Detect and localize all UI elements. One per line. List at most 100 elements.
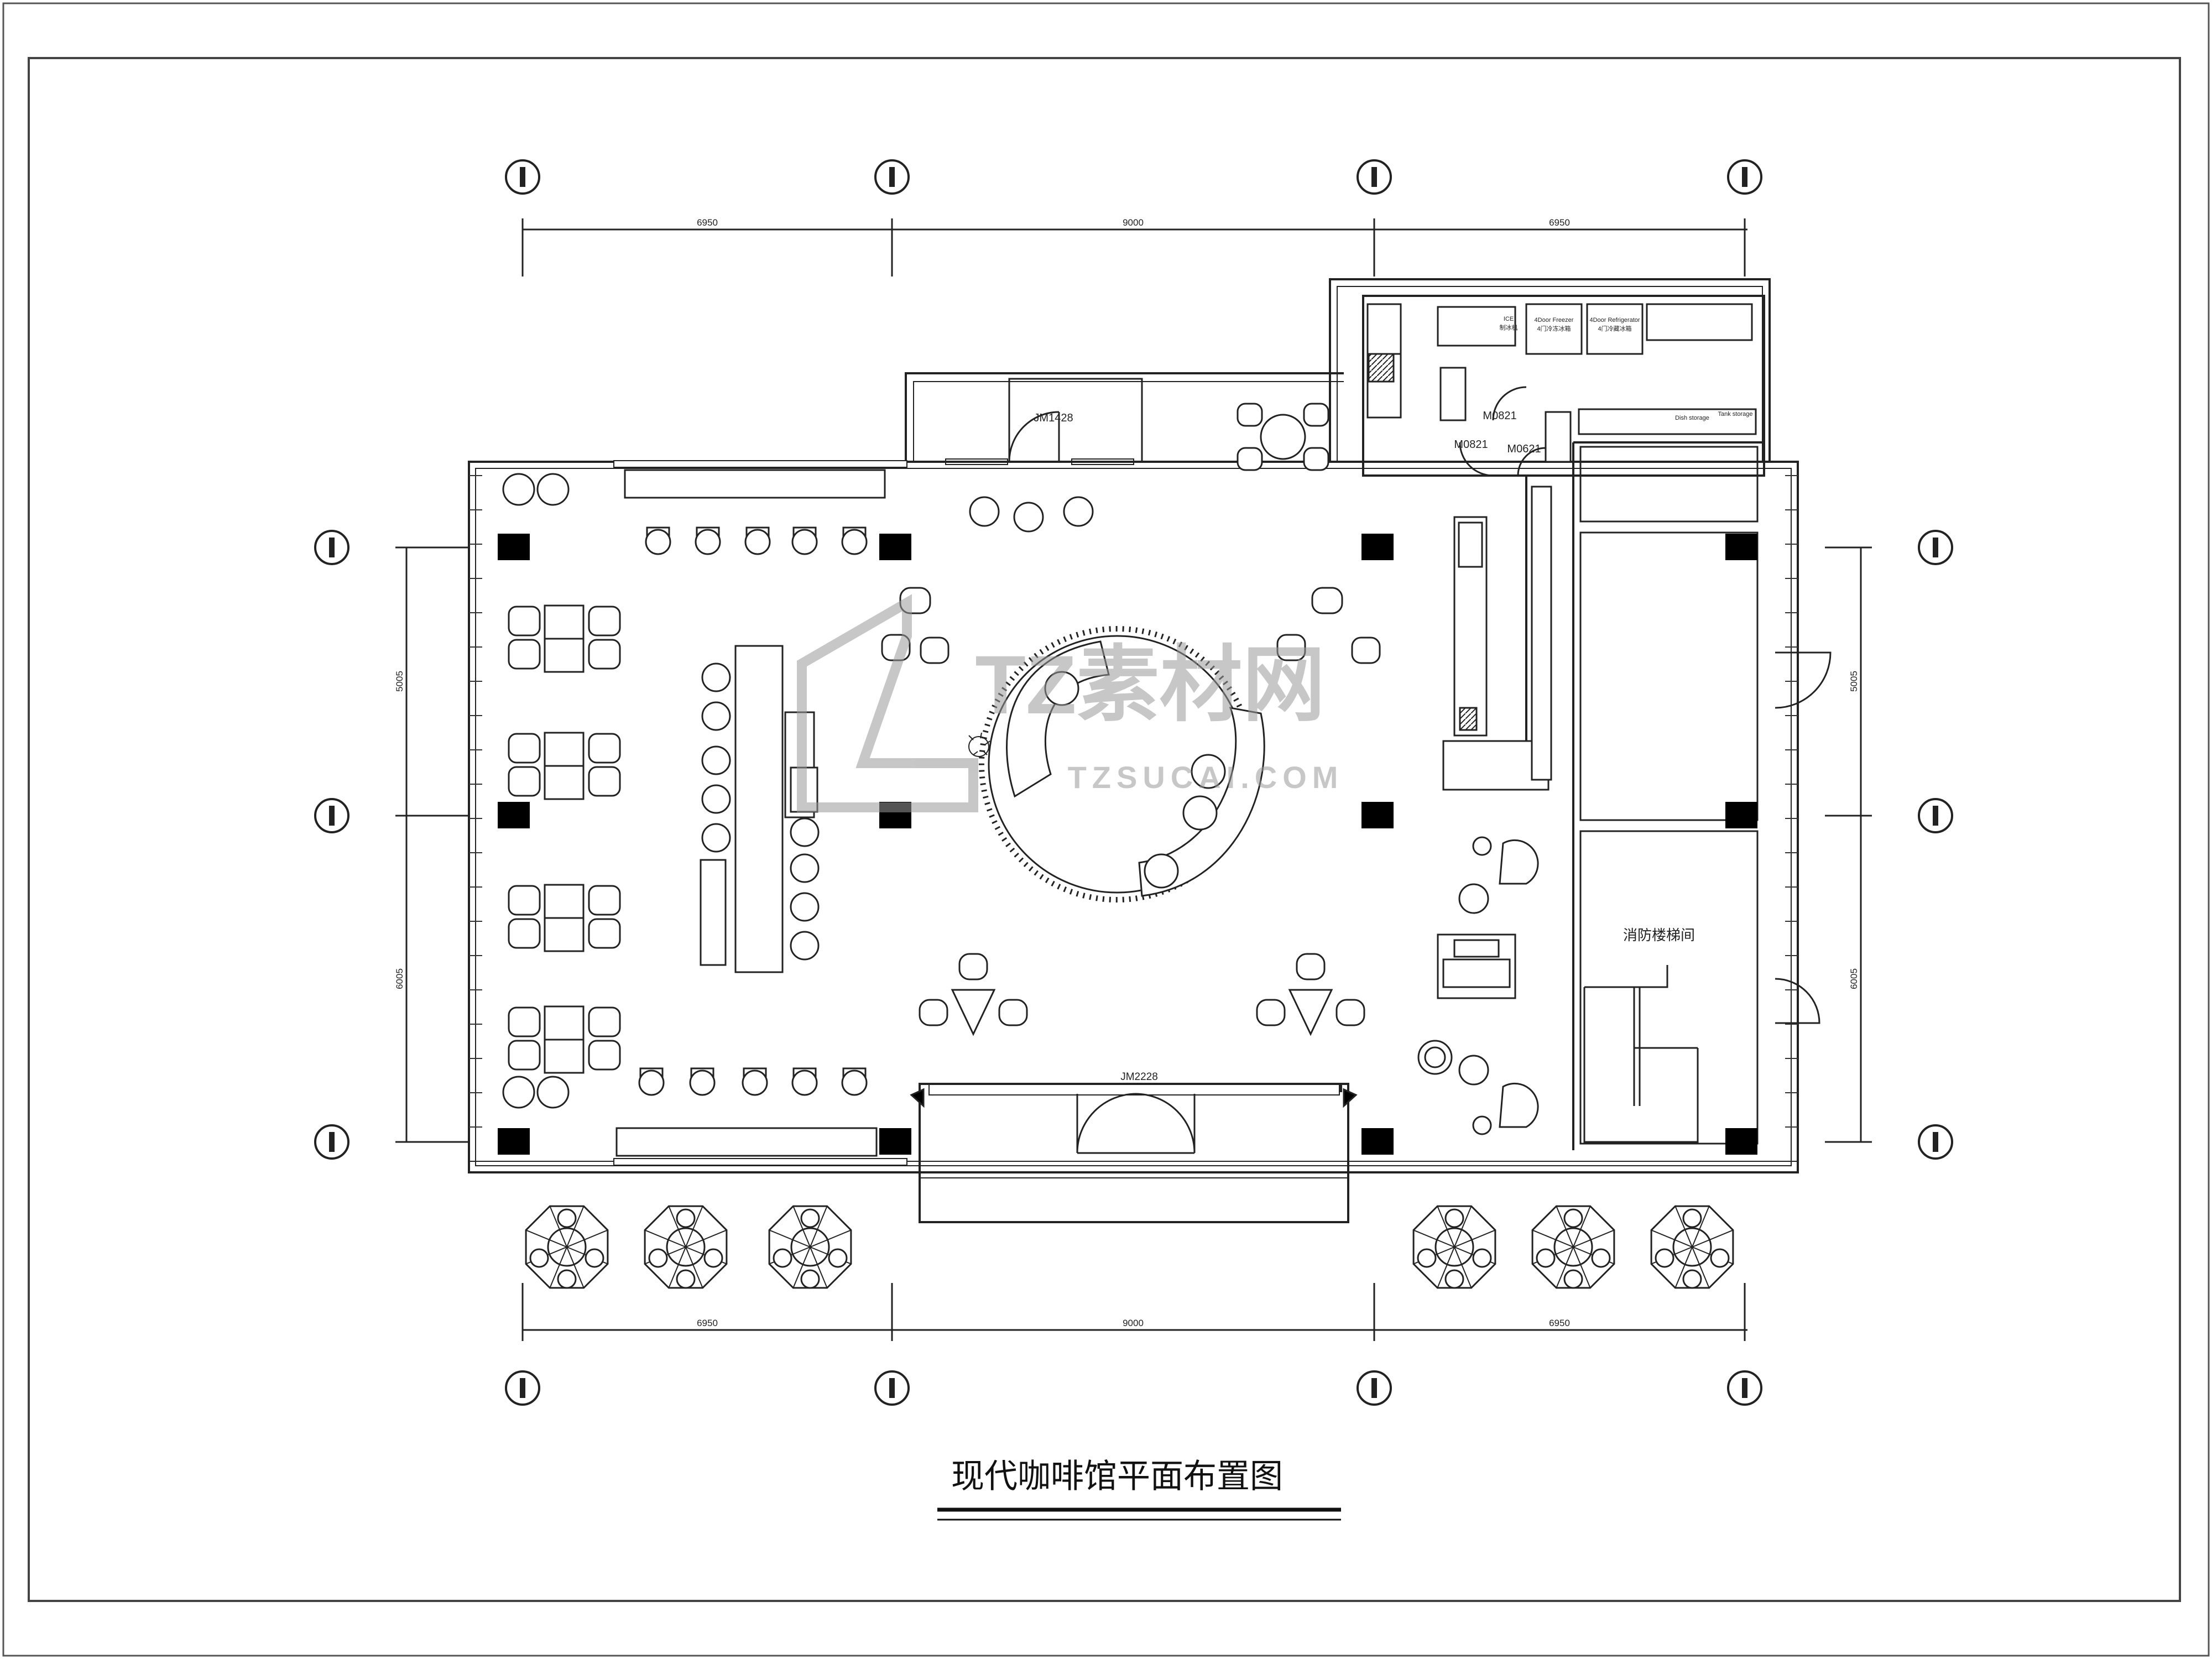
tank-storage-label: Tank storage: [1718, 411, 1753, 418]
booth-chair: [508, 606, 541, 637]
umbrella-chair: [557, 1269, 577, 1289]
fridge-sub: 4门冷藏冰箱: [1598, 325, 1631, 332]
booth-chair: [508, 733, 541, 764]
umbrella-rib: [1437, 1246, 1455, 1288]
axis-bubble-mark: [889, 167, 895, 187]
outdoor-umbrella-tables: [525, 1205, 1734, 1289]
right-exit-doors: [1775, 651, 1832, 1024]
umbrella-rib: [566, 1246, 585, 1288]
bar-stool-back: [639, 1067, 664, 1077]
bar-stool: [695, 529, 721, 555]
lounge-armchairs: [1044, 671, 1226, 889]
umbrella-rib: [1674, 1206, 1693, 1248]
drawing-frame: [28, 57, 2181, 1602]
umbrella-chair: [529, 1248, 549, 1268]
umbrella-rib: [1437, 1206, 1455, 1248]
umbrella-table: [547, 1227, 587, 1267]
armchair: [1311, 587, 1343, 614]
lower-bar-counter: [613, 1127, 907, 1166]
bar-stool-back: [792, 526, 817, 536]
decor-plant: [968, 732, 990, 757]
axis-bubble-mark: [1933, 538, 1938, 557]
umbrella-rib: [1454, 1229, 1496, 1248]
umbrella-rib: [1454, 1246, 1472, 1288]
bar-stool: [791, 529, 818, 555]
umbrella-rib: [525, 1229, 567, 1248]
armchair-clusters: [881, 587, 1381, 1036]
dimension-lines: [395, 218, 1872, 1341]
umbrella-rib: [1556, 1206, 1574, 1248]
stool: [1013, 502, 1044, 533]
umbrella-rib: [668, 1246, 686, 1288]
umbrella-chair: [557, 1208, 577, 1228]
bar-stool: [791, 1070, 818, 1096]
umbrella-rib: [810, 1229, 852, 1248]
umbrella-rib: [810, 1246, 828, 1288]
central-stool: [701, 745, 731, 775]
umbrella-chair: [1710, 1248, 1730, 1268]
booth-chair: [588, 606, 621, 637]
dimension-labels: 6950 9000 6950 6950 9000 6950 5005 6005 …: [394, 217, 1859, 1328]
bar-stool-back: [792, 1067, 817, 1077]
booth-chair: [508, 639, 541, 670]
column: [1361, 1128, 1394, 1155]
booth-chair: [508, 1040, 541, 1071]
umbrella-table: [666, 1227, 706, 1267]
bar-stool: [689, 1070, 716, 1096]
round-table: [536, 1076, 570, 1109]
chair: [1237, 403, 1263, 427]
column: [1725, 1128, 1757, 1155]
booth-table: [544, 638, 585, 673]
booth-table: [544, 1039, 585, 1074]
umbrella-chair: [676, 1269, 696, 1289]
umbrella-chair: [800, 1269, 820, 1289]
umbrella-table: [1434, 1227, 1474, 1267]
upper-round-table: [969, 403, 1329, 533]
umbrella-rib: [668, 1206, 686, 1248]
booth-chair: [508, 766, 541, 797]
central-stool: [790, 892, 820, 922]
freezer-sub: 4门冷冻冰箱: [1537, 325, 1571, 332]
booth-chair: [508, 918, 541, 949]
axis-bubble-mark: [329, 806, 335, 826]
umbrella-chair: [773, 1248, 792, 1268]
fridge-label: 4Door Refrigerator: [1589, 317, 1640, 324]
booth-table: [544, 732, 585, 767]
umbrella-chair: [1444, 1269, 1464, 1289]
central-stool: [701, 662, 731, 692]
umbrella-chair: [676, 1208, 696, 1228]
umbrella-chair: [1682, 1208, 1702, 1228]
axis-bubble-mark: [329, 538, 335, 557]
stool: [969, 496, 1000, 527]
umbrella-rib: [810, 1206, 828, 1248]
kitchen-door-code-1: M0821: [1483, 410, 1516, 422]
umbrella-rib: [1573, 1246, 1591, 1288]
lounge-chair: [1044, 671, 1079, 706]
umbrella-rib: [1692, 1229, 1734, 1248]
umbrella-chair: [1536, 1248, 1556, 1268]
umbrella-chair: [1472, 1248, 1492, 1268]
upper-bar-stools: [645, 526, 868, 555]
bar-stool: [744, 529, 771, 555]
central-stool: [701, 701, 731, 731]
booth-table: [544, 765, 585, 800]
lounge-chair: [1191, 754, 1226, 789]
grid-axis-bubbles: [314, 159, 1953, 1406]
dim-right-2: 6005: [1849, 968, 1859, 989]
round-table: [536, 473, 570, 506]
freezer-label: 4Door Freezer: [1535, 317, 1574, 324]
dim-top-1: 6950: [697, 217, 718, 228]
central-stool: [790, 853, 820, 883]
axis-bubble-mark: [520, 167, 525, 187]
armchair: [1351, 637, 1381, 664]
bar-stool: [638, 1070, 665, 1096]
stair-room-label: 消防楼梯间: [1623, 927, 1695, 944]
bar-stool: [841, 529, 868, 555]
umbrella-chair: [1417, 1248, 1437, 1268]
watermark: TZ素材网 TZSUCAI.COM: [797, 594, 1338, 812]
booth-chair: [508, 885, 541, 916]
umbrella-rib: [685, 1229, 727, 1248]
umbrella-chair: [585, 1248, 604, 1268]
dim-top-2: 9000: [1123, 217, 1144, 228]
